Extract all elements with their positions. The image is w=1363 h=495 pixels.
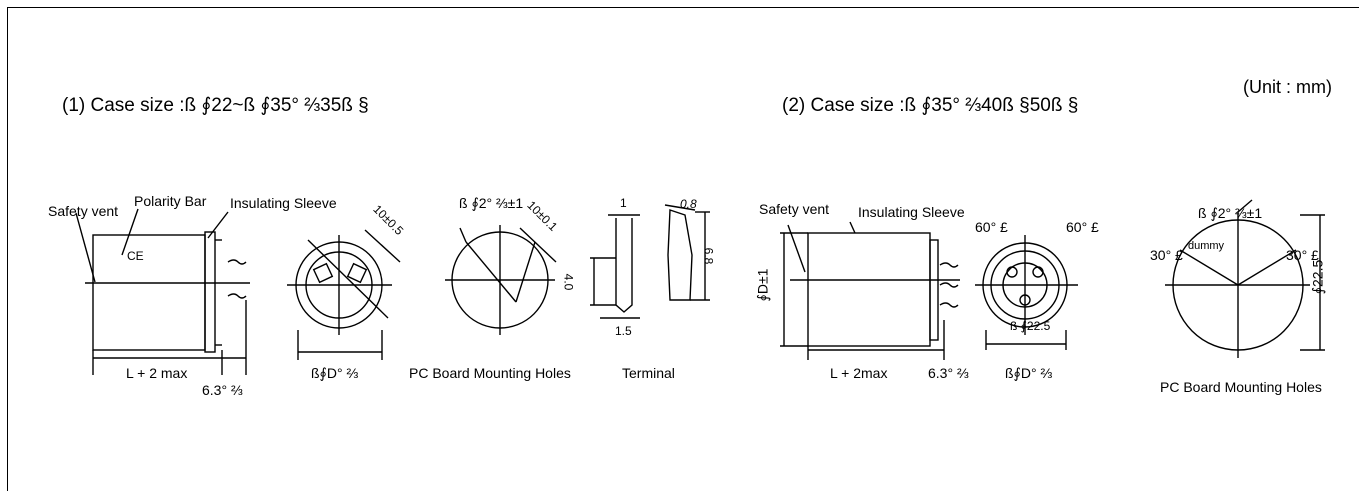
s1-terminal-dim-40: 4.0 <box>561 273 576 291</box>
s1-length-label: L + 2 max <box>126 365 188 381</box>
s2-insulating-sleeve-label: Insulating Sleeve <box>858 204 965 220</box>
s2-lead-length-label: 6.3° ⅔ <box>928 365 969 381</box>
s1-insulating-sleeve-label: Insulating Sleeve <box>230 195 337 211</box>
s1-ce-mark: CE <box>127 249 144 263</box>
s2-angle60-right-label: 60° £ <box>1066 219 1099 235</box>
s1-diameter-label: ß∮D° ⅔ <box>311 365 359 381</box>
s1-terminal-dim-1: 1 <box>620 196 627 210</box>
drawing-frame <box>7 7 1359 491</box>
s1-terminal-dim-68: 6.8 <box>701 247 716 265</box>
s1-pcb-holes <box>445 225 557 335</box>
s2-angle30-right-label: 30° £ <box>1286 247 1319 263</box>
s2-safety-vent-label: Safety vent <box>759 201 830 217</box>
s2-phi-d-label: ∮D±1 <box>754 268 771 302</box>
s2-diameter-label: ß∮D° ⅔ <box>1005 365 1053 381</box>
s2-dummy-label: dummy <box>1188 240 1225 252</box>
s1-terminal-dim-08: 0.8 <box>680 197 697 211</box>
s1-polarity-bar-label: Polarity Bar <box>134 193 207 209</box>
s1-pcb-caption: PC Board Mounting Holes <box>409 365 571 381</box>
section1-heading: (1) Case size :ß ∮22~ß ∮35° ⅔35ß § <box>62 95 369 116</box>
s2-length-label: L + 2max <box>830 365 888 381</box>
s2-side-view <box>780 221 960 360</box>
s2-pcb-caption: PC Board Mounting Holes <box>1160 379 1322 395</box>
s1-safety-vent-label: Safety vent <box>48 203 119 219</box>
section2-heading: (2) Case size :ß ∮35° ⅔40ß §50ß § <box>782 95 1079 116</box>
s2-hole-dia-label: ß ∮2° ⅔±1 <box>1198 205 1263 221</box>
s1-terminal <box>590 204 710 319</box>
s2-angle60-left-label: 60° £ <box>975 219 1008 235</box>
s1-side-view <box>75 208 250 375</box>
s2-phi225-label: ∮22.5 <box>1309 259 1326 295</box>
s1-hole-dia-label: ß ∮2° ⅔±1 <box>459 195 524 211</box>
s2-pcd-label: ß ∮22.5 <box>1010 319 1051 333</box>
s2-angle30-left-label: 30° £ <box>1150 247 1183 263</box>
s1-terminal-caption: Terminal <box>622 365 675 381</box>
s1-lead-length-label: 6.3° ⅔ <box>202 382 243 398</box>
s2-pcb-holes <box>1165 199 1325 358</box>
s1-end-view <box>287 229 401 360</box>
unit-note: (Unit : mm) <box>1243 77 1332 97</box>
s1-terminal-dim-15: 1.5 <box>615 324 632 338</box>
s2-end-view <box>975 235 1078 350</box>
